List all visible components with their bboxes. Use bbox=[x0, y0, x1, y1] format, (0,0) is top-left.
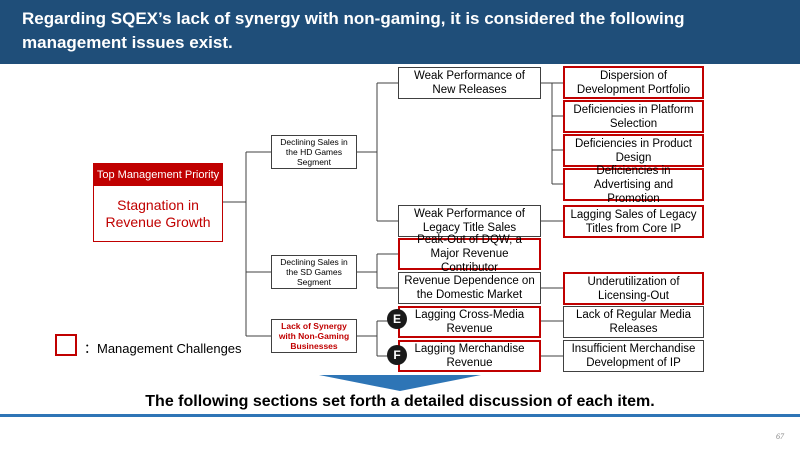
new-releases-box: Weak Performance of New Releases bbox=[398, 67, 541, 99]
badge-e: E bbox=[387, 309, 407, 329]
domestic-dependence-box: Revenue Dependence on the Domestic Marke… bbox=[398, 272, 541, 304]
licensing-out-box: Underutilization of Licensing-Out bbox=[563, 272, 704, 305]
dev-portfolio-box: Dispersion of Development Portfolio bbox=[563, 66, 704, 99]
media-releases-box: Lack of Regular Media Releases bbox=[563, 306, 704, 338]
down-arrow bbox=[319, 375, 481, 391]
hd-games-box: Declining Sales in the HD Games Segment bbox=[271, 135, 357, 169]
core-ip-sales-box: Lagging Sales of Legacy Titles from Core… bbox=[563, 205, 704, 238]
legend-swatch bbox=[55, 334, 77, 356]
header-bar: Regarding SQEX’s lack of synergy with no… bbox=[0, 0, 800, 64]
dqw-peak-box: Peak-Out of DQW, a Major Revenue Contrib… bbox=[398, 234, 541, 274]
top-priority-label: Top Management Priority bbox=[94, 164, 222, 186]
top-priority-issue: Stagnation in Revenue Growth bbox=[105, 197, 211, 230]
slide-title: Regarding SQEX’s lack of synergy with no… bbox=[22, 9, 685, 52]
page-number: 67 bbox=[776, 432, 784, 441]
merchandise-box: Lagging Merchandise Revenue bbox=[398, 340, 541, 372]
legacy-title-box: Weak Performance of Legacy Title Sales bbox=[398, 205, 541, 237]
merchandise-ip-box: Insufficient Merchandise Development of … bbox=[563, 340, 704, 372]
top-priority-box: Top Management Priority Stagnation in Re… bbox=[93, 163, 223, 242]
legend-label: ：Management Challenges bbox=[84, 341, 242, 356]
cross-media-box: Lagging Cross-Media Revenue bbox=[398, 306, 541, 338]
bottom-divider bbox=[0, 414, 800, 417]
badge-f: F bbox=[387, 345, 407, 365]
product-design-box: Deficiencies in Product Design bbox=[563, 134, 704, 167]
advertising-box: Deficiencies in Advertising and Promotio… bbox=[563, 165, 704, 205]
non-gaming-synergy-box: Lack of Synergy with Non-Gaming Business… bbox=[271, 319, 357, 353]
conclusion-text: The following sections set forth a detai… bbox=[145, 393, 655, 410]
sd-games-box: Declining Sales in the SD Games Segment bbox=[271, 255, 357, 289]
platform-selection-box: Deficiencies in Platform Selection bbox=[563, 100, 704, 133]
